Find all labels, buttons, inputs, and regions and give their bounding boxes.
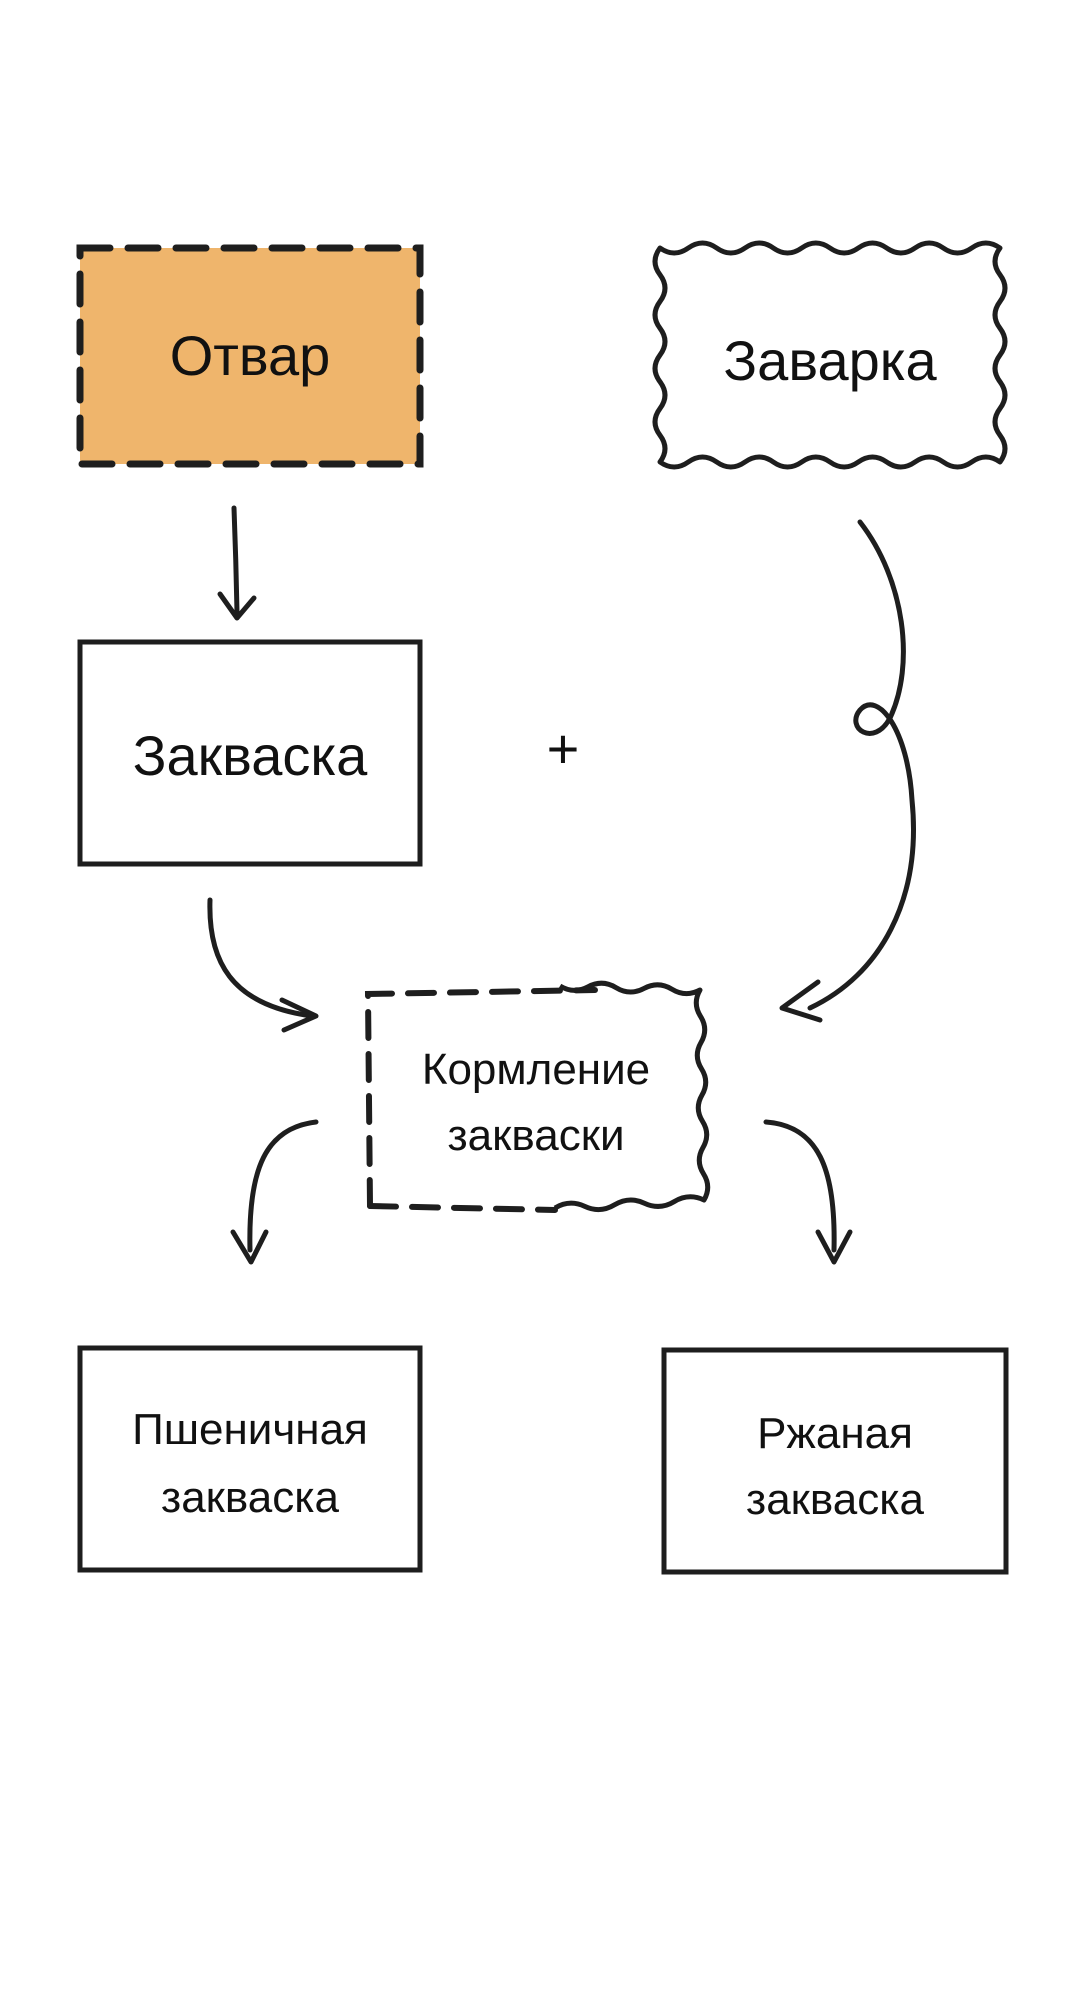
arrow-feeding-to-wheat [230,1119,319,1265]
node-feeding-dashed-edges [364,987,598,1209]
node-feeding: Кормление закваски [364,980,711,1213]
node-otvar: Отвар [76,244,424,468]
node-feeding-label-line2: закваски [447,1111,624,1160]
plus-sign: + [547,717,580,780]
node-zavarka-label: Заварка [723,329,937,392]
arrow-zakvaska-to-feeding [207,897,319,1033]
node-otvar-label: Отвар [170,324,331,387]
node-rye-label-line2: закваска [746,1475,924,1524]
node-rye-label-line1: Ржаная [757,1409,913,1458]
node-wheat-box [77,1345,423,1573]
arrow-otvar-to-zakvaska [217,505,257,621]
node-wheat: Пшеничная закваска [77,1345,423,1573]
node-zakvaska-box [77,639,423,867]
node-zavarka: Заварка [652,240,1008,470]
node-wheat-label-line2: закваска [161,1473,339,1522]
node-rye: Ржаная закваска [661,1347,1009,1575]
node-feeding-label-line1: Кормление [422,1045,650,1094]
arrow-feeding-to-rye [763,1119,853,1265]
node-zakvaska: Закваска [77,639,423,867]
node-zakvaska-label: Закваска [133,724,368,787]
arrow-zavarka-to-feeding [779,519,916,1023]
node-otvar-box [76,244,424,468]
node-feeding-wavy-edges [553,980,711,1213]
node-zavarka-box [652,240,1008,470]
node-feeding-dashed-bottom [367,1203,558,1213]
node-wheat-label-line1: Пшеничная [132,1405,368,1454]
node-rye-box [661,1347,1009,1575]
